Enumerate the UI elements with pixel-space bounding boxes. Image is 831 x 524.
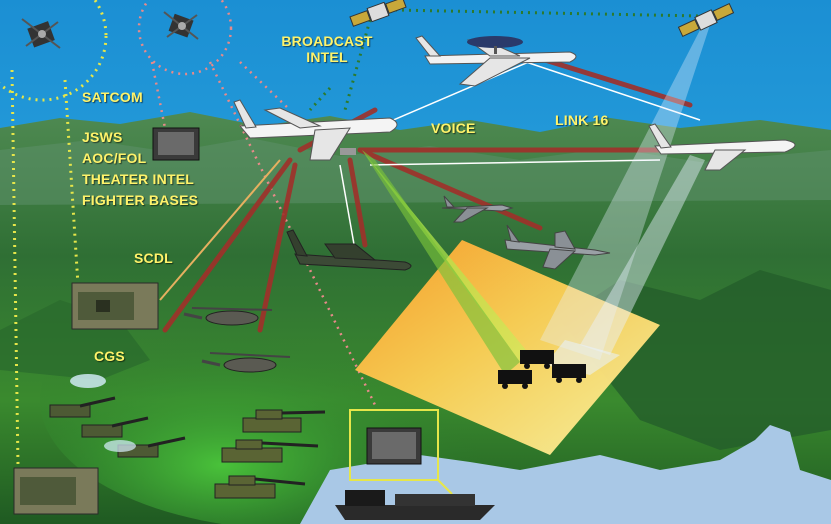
scdl-link xyxy=(159,159,281,301)
label-theater-intel: THEATER INTEL xyxy=(82,171,195,187)
artillery-group xyxy=(49,396,186,458)
label-broadcast-intel: BROADCAST INTEL xyxy=(272,33,382,65)
satellite-icon xyxy=(349,0,407,27)
datalink-jstars-c130 xyxy=(347,157,368,248)
broadcast-link-down xyxy=(343,19,372,111)
satellite-beam xyxy=(540,25,710,360)
ship-icon xyxy=(335,490,495,520)
smoke-puff xyxy=(70,374,106,388)
tank-icon xyxy=(214,475,306,499)
truck-icon xyxy=(498,370,532,389)
satellite-icon xyxy=(677,2,735,38)
label-jsws: JSWS xyxy=(82,129,123,145)
voice-link-1 xyxy=(369,54,546,131)
satcom-link-line-3 xyxy=(150,61,167,129)
fighter-icon xyxy=(441,195,514,223)
datalink-jstars-cgs xyxy=(162,157,293,333)
datalink-jstars-helo xyxy=(257,162,298,333)
datalink-awacs-rivetjoint xyxy=(542,57,693,108)
fighter-icon xyxy=(504,224,611,270)
voice-link-c130 xyxy=(339,164,356,251)
rivet-joint-beam xyxy=(580,155,705,355)
label-broadcast-line1: BROADCAST xyxy=(281,33,373,49)
broadcast-link-top xyxy=(394,8,701,18)
label-aoc-fol: AOC/FOL xyxy=(82,150,147,166)
link16-line xyxy=(519,59,701,121)
tank-icon xyxy=(221,439,319,463)
satcom-coverage-ring-1 xyxy=(0,0,108,102)
ground-station-icon xyxy=(71,282,159,330)
tank-group xyxy=(214,409,326,499)
satellite-icon xyxy=(21,18,61,49)
broadcast-link-short xyxy=(308,86,332,112)
satcom-link-line-5 xyxy=(239,61,291,111)
artillery-icon xyxy=(49,396,116,418)
satcom-link-line-1 xyxy=(10,69,20,466)
jstars-icon xyxy=(233,99,398,161)
helicopter-icon xyxy=(183,307,273,326)
jstars-radar-beam-shadow xyxy=(362,150,520,375)
tank-icon xyxy=(242,409,326,433)
c130-icon xyxy=(286,229,412,271)
label-voice: VOICE xyxy=(431,120,476,136)
label-link16: LINK 16 xyxy=(555,112,609,128)
satellite-icon xyxy=(163,11,199,40)
label-cgs: CGS xyxy=(94,348,125,364)
terminal-pointer xyxy=(437,479,453,495)
truck-icon xyxy=(552,364,586,383)
rivet-joint-icon xyxy=(648,123,796,171)
artillery-icon xyxy=(81,416,149,438)
ground-station-icon xyxy=(13,467,99,515)
awacs-icon xyxy=(415,35,577,87)
helicopter-icon xyxy=(201,352,291,373)
datalink-jstars-fighter xyxy=(357,147,543,231)
label-broadcast-line2: INTEL xyxy=(306,49,348,65)
label-scdl: SCDL xyxy=(134,250,173,266)
terminal-highlight-box xyxy=(349,409,439,481)
satcom-coverage-ring-2 xyxy=(137,0,233,76)
display-terminal-icon xyxy=(366,427,422,465)
label-satcom: SATCOM xyxy=(82,89,143,105)
label-fighter-bases: FIGHTER BASES xyxy=(82,192,199,208)
truck-icon xyxy=(520,350,554,369)
smoke-puff xyxy=(104,440,136,452)
voice-link-2 xyxy=(369,159,661,166)
display-terminal-icon xyxy=(152,127,200,161)
